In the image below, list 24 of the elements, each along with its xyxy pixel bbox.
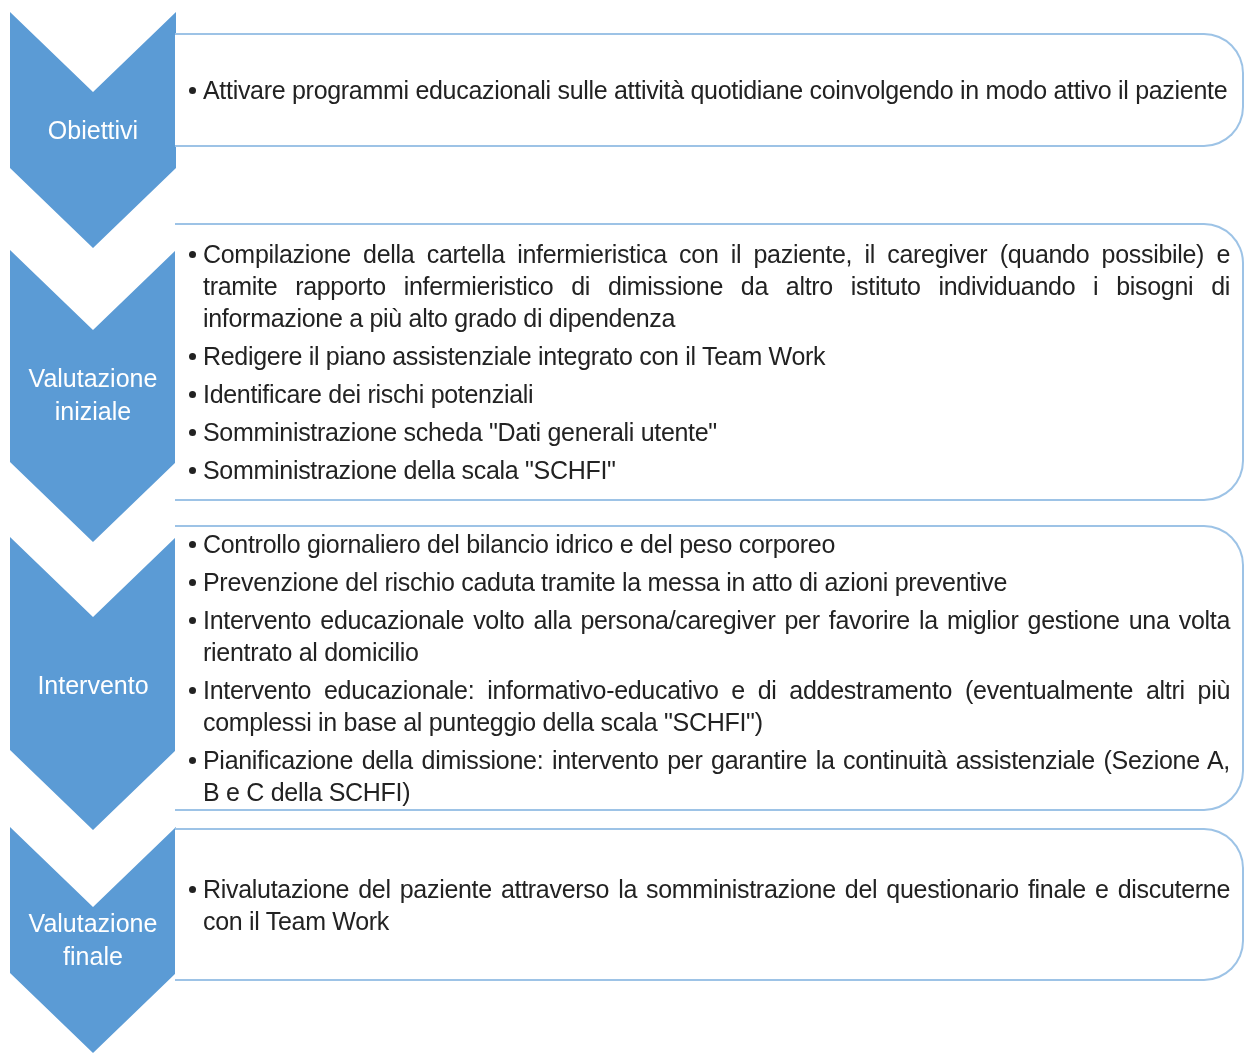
bullet-text: Rivalutazione del paziente attraverso la somministrazione del questionario finale e discuterne con il Team Work bbox=[189, 872, 1230, 937]
step-label: Valutazione iniziale bbox=[27, 363, 159, 427]
phase-heading-tab bbox=[10, 827, 176, 1053]
bullet-text: Intervento educazionale volto alla persona/caregiver per favorire la miglior gestione una volta rientrato al domicilio bbox=[189, 604, 1230, 668]
bullet-text: Pianificazione della dimissione: intervento per garantire la continuità assistenziale (Sezione A, B e C della SCHFI) bbox=[189, 744, 1230, 808]
phase-heading-tab bbox=[10, 250, 176, 542]
step-label: Obiettivi bbox=[46, 115, 140, 146]
phase-heading-tab bbox=[10, 537, 176, 830]
step-label: Intervento bbox=[36, 670, 150, 701]
content-panel bbox=[175, 828, 1244, 981]
content-panel bbox=[175, 33, 1244, 147]
content-panel bbox=[175, 223, 1244, 501]
bullet-text: Somministrazione della scala "SCHFI" bbox=[189, 454, 1230, 486]
bullet-text: Somministrazione scheda "Dati generali utente" bbox=[189, 416, 1230, 448]
bullet-text: Compilazione della cartella infermieristica con il paziente, il caregiver (quando possibile) e tramite rapporto infermieristico di dimissione da altro istituto individuando i bisogni di informazione a più alto grado di dipendenza bbox=[189, 238, 1230, 334]
bullet-text: Intervento educazionale: informativo-educativo e di addestramento (eventualmente altri più complessi in base al punteggio della scala "SCHFI") bbox=[189, 674, 1230, 738]
content-panel bbox=[175, 525, 1244, 811]
bullet-text: Controllo giornaliero del bilancio idrico e del peso corporeo bbox=[189, 528, 1230, 560]
bullet-text: Prevenzione del rischio caduta tramite la messa in atto di azioni preventive bbox=[189, 566, 1230, 598]
bullet-text: Identificare dei rischi potenziali bbox=[189, 378, 1230, 410]
bullet-text: Attivare programmi educazionali sulle attività quotidiane coinvolgendo in modo attivo il paziente bbox=[189, 74, 1230, 106]
bullet-text: Redigere il piano assistenziale integrato con il Team Work bbox=[189, 340, 1230, 372]
phase-heading-tab bbox=[10, 12, 176, 248]
step-label: Valutazione finale bbox=[27, 908, 159, 972]
